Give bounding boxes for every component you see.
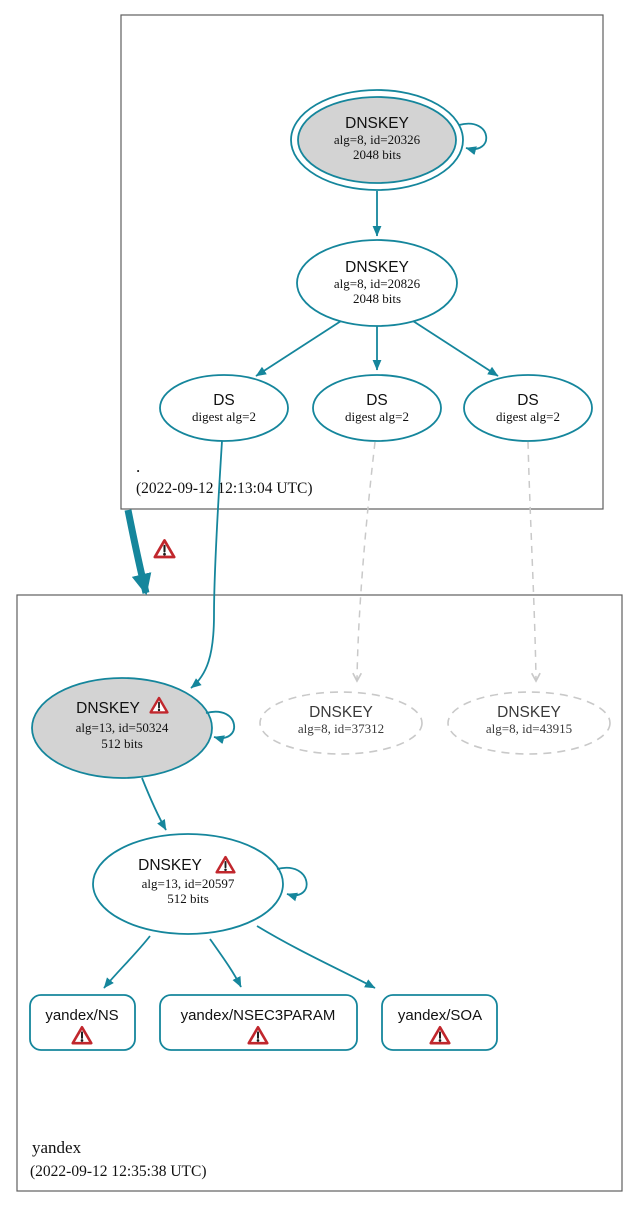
ds-1-title: DS — [213, 392, 235, 409]
dnskey-20326-bits: 2048 bits — [353, 147, 401, 162]
dnskey-20597-detail: alg=13, id=20597 — [142, 876, 235, 891]
edge-20826-to-ds1 — [255, 320, 342, 377]
edge-dnskey-20597-selfsign — [276, 866, 308, 902]
root-zone-timestamp: (2022-09-12 12:13:04 UTC) — [136, 480, 313, 497]
root-zone-label: . — [136, 457, 140, 476]
dnskey-20326-title: DNSKEY — [345, 115, 409, 132]
ds-node-1[interactable]: DS digest alg=2 — [159, 374, 289, 442]
dnskey-20826-title: DNSKEY — [345, 259, 409, 276]
ds-2-detail: digest alg=2 — [345, 409, 409, 424]
warning-icon — [153, 539, 176, 559]
dnskey-37312-detail: alg=8, id=37312 — [298, 721, 384, 736]
edge-ds1-to-dnskey-50324 — [190, 440, 223, 689]
ds-1-detail: digest alg=2 — [192, 409, 256, 424]
dnskey-20826-bits: 2048 bits — [353, 291, 401, 306]
edge-20597-to-nsec3param — [209, 938, 242, 988]
dnskey-50324-detail: alg=13, id=50324 — [76, 720, 169, 735]
dnskey-20326-node[interactable]: DNSKEY alg=8, id=20326 2048 bits — [290, 89, 464, 191]
dnskey-20326-detail: alg=8, id=20326 — [334, 132, 421, 147]
yandex-zone-timestamp: (2022-09-12 12:35:38 UTC) — [30, 1163, 207, 1180]
edge-20826-to-ds3 — [412, 320, 499, 377]
dnskey-37312-node[interactable]: DNSKEY alg=8, id=37312 — [259, 691, 423, 755]
rrset-soa-label: yandex/SOA — [398, 1007, 482, 1024]
edge-dnskey-20326-selfsign — [458, 122, 488, 155]
ds-3-detail: digest alg=2 — [496, 409, 560, 424]
dnskey-20597-title: DNSKEY — [138, 857, 202, 874]
rrset-yandex-nsec3param[interactable]: yandex/NSEC3PARAM — [159, 994, 358, 1051]
rrset-yandex-soa[interactable]: yandex/SOA — [381, 994, 498, 1051]
dnskey-37312-title: DNSKEY — [309, 704, 373, 721]
dnskey-50324-bits: 512 bits — [101, 736, 143, 751]
rrset-ns-label: yandex/NS — [45, 1007, 118, 1024]
ds-node-2[interactable]: DS digest alg=2 — [312, 374, 442, 442]
dnskey-43915-detail: alg=8, id=43915 — [486, 721, 572, 736]
dnskey-50324-title: DNSKEY — [76, 700, 140, 717]
rrset-yandex-ns[interactable]: yandex/NS — [29, 994, 136, 1051]
edge-20597-to-soa — [256, 925, 376, 989]
edge-root-to-yandex-delegation — [124, 509, 152, 596]
dnskey-43915-node[interactable]: DNSKEY alg=8, id=43915 — [447, 691, 611, 755]
edge-ds2-to-missing-dnskey-37312 — [357, 441, 376, 680]
dnskey-20597-node[interactable]: DNSKEY alg=13, id=20597 512 bits — [92, 833, 284, 935]
yandex-zone-label: yandex — [32, 1138, 82, 1157]
edge-20597-to-ns — [103, 935, 151, 989]
yandex-zone-box — [16, 594, 623, 1192]
dnskey-50324-node[interactable]: DNSKEY alg=13, id=50324 512 bits — [31, 677, 213, 779]
edge-50324-to-20597 — [141, 777, 167, 831]
edge-ds3-to-missing-dnskey-43915 — [527, 441, 536, 680]
dnskey-20597-bits: 512 bits — [167, 891, 209, 906]
dnskey-20826-node[interactable]: DNSKEY alg=8, id=20826 2048 bits — [296, 239, 458, 327]
dnskey-20826-detail: alg=8, id=20826 — [334, 276, 421, 291]
ds-2-title: DS — [366, 392, 388, 409]
ds-3-title: DS — [517, 392, 539, 409]
rrset-nsec3param-label: yandex/NSEC3PARAM — [181, 1007, 336, 1024]
edge-dnskey-50324-selfsign — [205, 710, 236, 744]
root-zone-box — [120, 14, 604, 510]
dnskey-43915-title: DNSKEY — [497, 704, 561, 721]
ds-node-3[interactable]: DS digest alg=2 — [463, 374, 593, 442]
